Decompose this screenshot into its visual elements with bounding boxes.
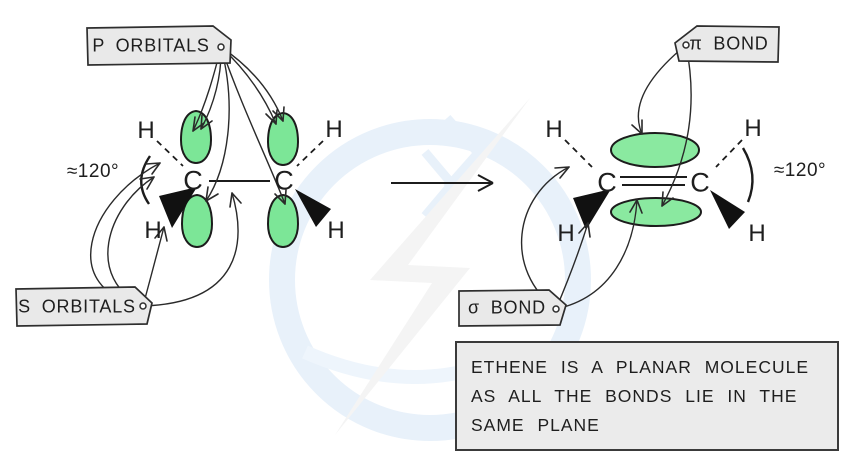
note-box: ETHENE IS A PLANAR MOLECULE AS ALL THE B… (455, 341, 839, 451)
arrow-heads-pi (631, 119, 674, 207)
p-orbital-lobe-bottom-right (266, 193, 300, 249)
bond-angle-label-left: ≈120° (66, 161, 120, 182)
pi-bond-lobe-top (610, 132, 700, 168)
arrow-p-to-bottom-left-lobe (205, 46, 230, 202)
hydrogen-label: H (557, 220, 575, 247)
wedge-bond-bottom-left (159, 187, 197, 228)
s-orbitals-tag-shape (15, 286, 153, 327)
tag-hole (552, 305, 560, 313)
tag-hole (217, 43, 225, 51)
arrow-pi-to-top-lobe (637, 44, 687, 135)
tag-holes (139, 41, 690, 313)
right-molecule (564, 132, 754, 230)
tag-hole (139, 302, 147, 310)
p-orbitals-label: P ORBITALS (92, 35, 210, 56)
dashed-bond-top-left (564, 139, 593, 168)
dashed-bond-top-right (715, 139, 743, 168)
hydrogen-label: H (545, 116, 563, 143)
left-molecule (140, 109, 331, 249)
label-tags (15, 25, 780, 327)
note-line-2: AS ALL THE BONDS LIE IN THE (471, 386, 798, 406)
hydrogen-label: H (744, 115, 762, 142)
pi-bond-label: π BOND (689, 33, 769, 54)
pi-bond-lobe-bottom (610, 197, 702, 227)
watermark-lightning-bolt-icon (335, 98, 530, 435)
s-orbitals-label: S ORBITALS (18, 296, 136, 317)
arrow-s-to-c-c-bond (142, 192, 239, 307)
carbon-label: C (274, 165, 294, 196)
dashed-bond-top-left (156, 140, 184, 167)
angle-arc-right (741, 147, 754, 203)
note-line-3: SAME PLANE (471, 415, 600, 435)
p-orbital-lobe-bottom-left (180, 193, 214, 249)
hydrogen-label: H (137, 117, 155, 144)
dashed-bond-top-right (296, 140, 324, 167)
hydrogen-label: H (748, 220, 766, 247)
arrow-heads-sigma (554, 166, 643, 238)
reaction-arrow (391, 174, 494, 192)
reaction-arrow-head (477, 174, 494, 192)
p-orbital-lobe-top-right (266, 111, 300, 167)
watermark-chevron-icon (443, 115, 485, 191)
wedge-bond-bottom-left (573, 189, 611, 230)
sigma-bond-label: σ BOND (468, 297, 546, 318)
arrow-heads-s (139, 162, 242, 242)
hydrogen-label: H (327, 217, 345, 244)
sigma-bond-tag-shape (458, 289, 567, 327)
carbon-label: C (690, 167, 710, 198)
arrow-pi-to-bottom-lobe (661, 44, 692, 207)
wedge-bond-bottom-right (710, 190, 745, 229)
carbon-label: C (597, 167, 617, 198)
angle-arc-left (140, 155, 151, 205)
carbon-label: C (183, 165, 203, 196)
arrow-sigma-to-c-c-bond (555, 199, 638, 310)
arrow-p-to-bottom-right-lobe (220, 46, 286, 205)
arrow-heads-p (192, 106, 287, 205)
pi-bond-tag-shape (674, 25, 780, 63)
p-orbitals-tag-shape (86, 25, 232, 66)
tag-hole (682, 41, 690, 49)
note-line-1: ETHENE IS A PLANAR MOLECULE (471, 357, 810, 377)
hydrogen-label: H (325, 116, 343, 143)
hydrogen-label: H (144, 217, 162, 244)
bond-angle-label-right: ≈120° (773, 160, 827, 181)
wedge-bond-bottom-right (295, 189, 331, 227)
watermark-ring (269, 119, 591, 441)
